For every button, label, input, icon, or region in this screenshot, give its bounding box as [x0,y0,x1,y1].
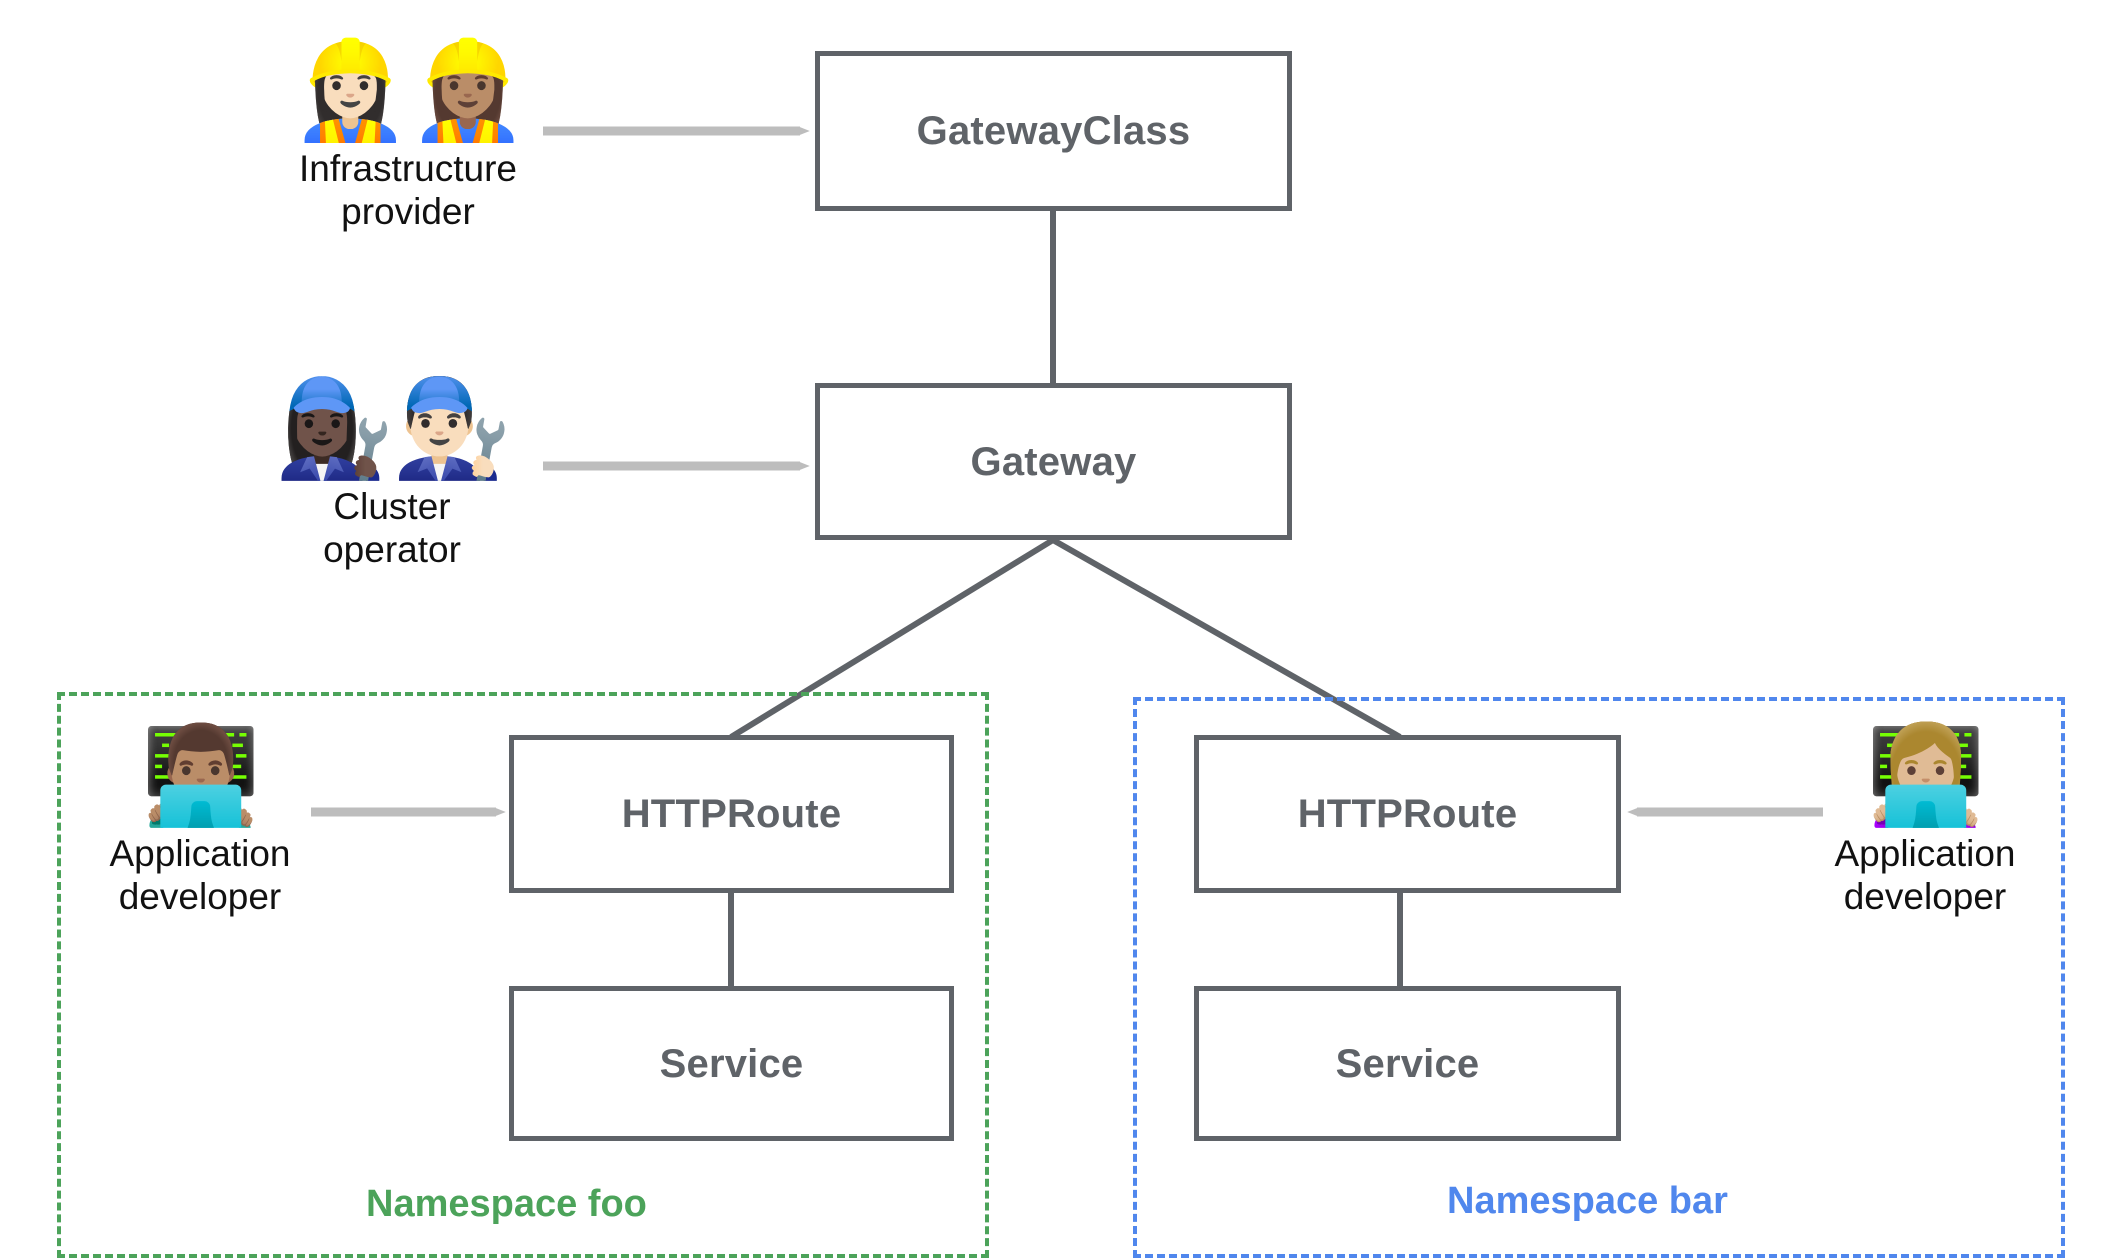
namespace-foo-frame [57,692,989,1258]
resource-label-service-foo: Service [659,1041,804,1086]
namespace-bar-label: Namespace bar [1447,1180,1728,1222]
resource-box-gateway[interactable]: Gateway [815,383,1292,540]
resource-label-gateway: Gateway [970,439,1137,484]
application-developer-bar-icon: 👩🏼‍💻 [1866,719,1986,831]
persona-label-cluster-operator: Cluster operator [323,485,461,571]
persona-application-developer-bar: 👩🏼‍💻 Application developer [1805,725,2045,919]
namespace-foo-label: Namespace foo [366,1183,647,1225]
persona-cluster-operator: 👩🏿‍🔧👨🏻‍🔧 Cluster operator [252,378,532,572]
resource-box-httproute-foo[interactable]: HTTPRoute [509,735,954,893]
resource-box-httproute-bar[interactable]: HTTPRoute [1194,735,1621,893]
persona-application-developer-foo: 👨🏽‍💻 Application developer [80,725,320,919]
resource-box-service-bar[interactable]: Service [1194,986,1621,1141]
namespace-bar-frame [1133,697,2065,1258]
resource-label-httproute-foo: HTTPRoute [621,792,842,836]
persona-infrastructure-provider: 👷🏻‍♀️👷🏽‍♀️ Infrastructure provider [268,40,548,234]
persona-label-application-developer-bar: Application developer [1834,832,2016,918]
infrastructure-provider-icon: 👷🏻‍♀️👷🏽‍♀️ [290,34,527,146]
persona-label-infrastructure-provider: Infrastructure provider [299,147,517,233]
cluster-operator-icon: 👩🏿‍🔧👨🏻‍🔧 [274,372,511,484]
resource-label-service-bar: Service [1335,1041,1480,1086]
resource-label-httproute-bar: HTTPRoute [1297,792,1518,836]
resource-box-gatewayclass[interactable]: GatewayClass [815,51,1292,211]
resource-label-gatewayclass: GatewayClass [916,109,1191,153]
application-developer-foo-icon: 👨🏽‍💻 [141,719,261,831]
resource-box-service-foo[interactable]: Service [509,986,954,1141]
persona-label-application-developer-foo: Application developer [109,832,291,918]
